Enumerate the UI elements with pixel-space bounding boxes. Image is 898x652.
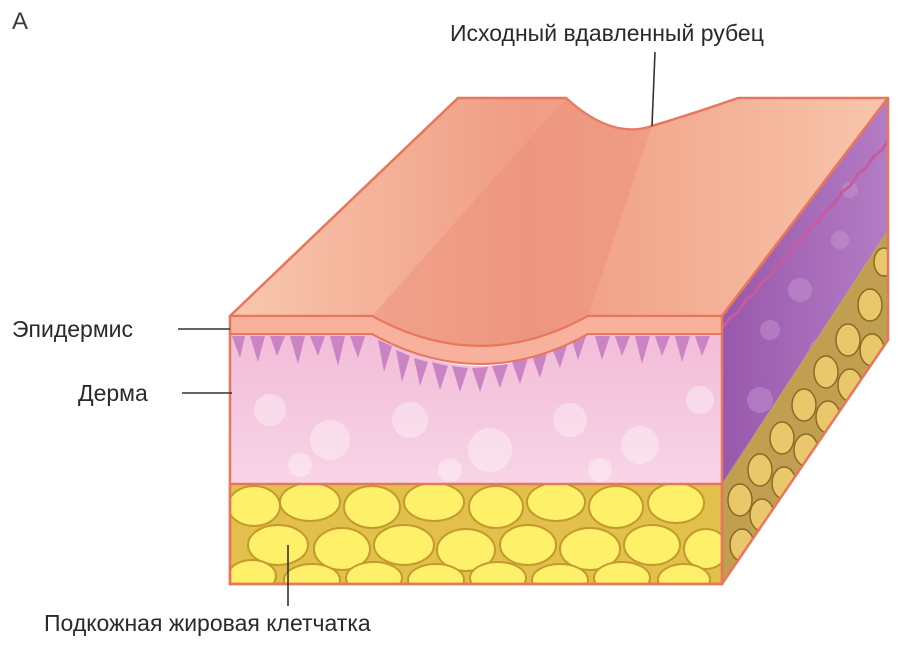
- subcutaneous-fat-label: Подкожная жировая клетчатка: [44, 612, 371, 635]
- scar-leader-line: [652, 52, 655, 126]
- scar-label: Исходный вдавленный рубец: [450, 22, 764, 45]
- epidermis-label: Эпидермис: [12, 318, 133, 341]
- panel-letter: А: [12, 10, 28, 34]
- dermis-label: Дерма: [78, 382, 148, 405]
